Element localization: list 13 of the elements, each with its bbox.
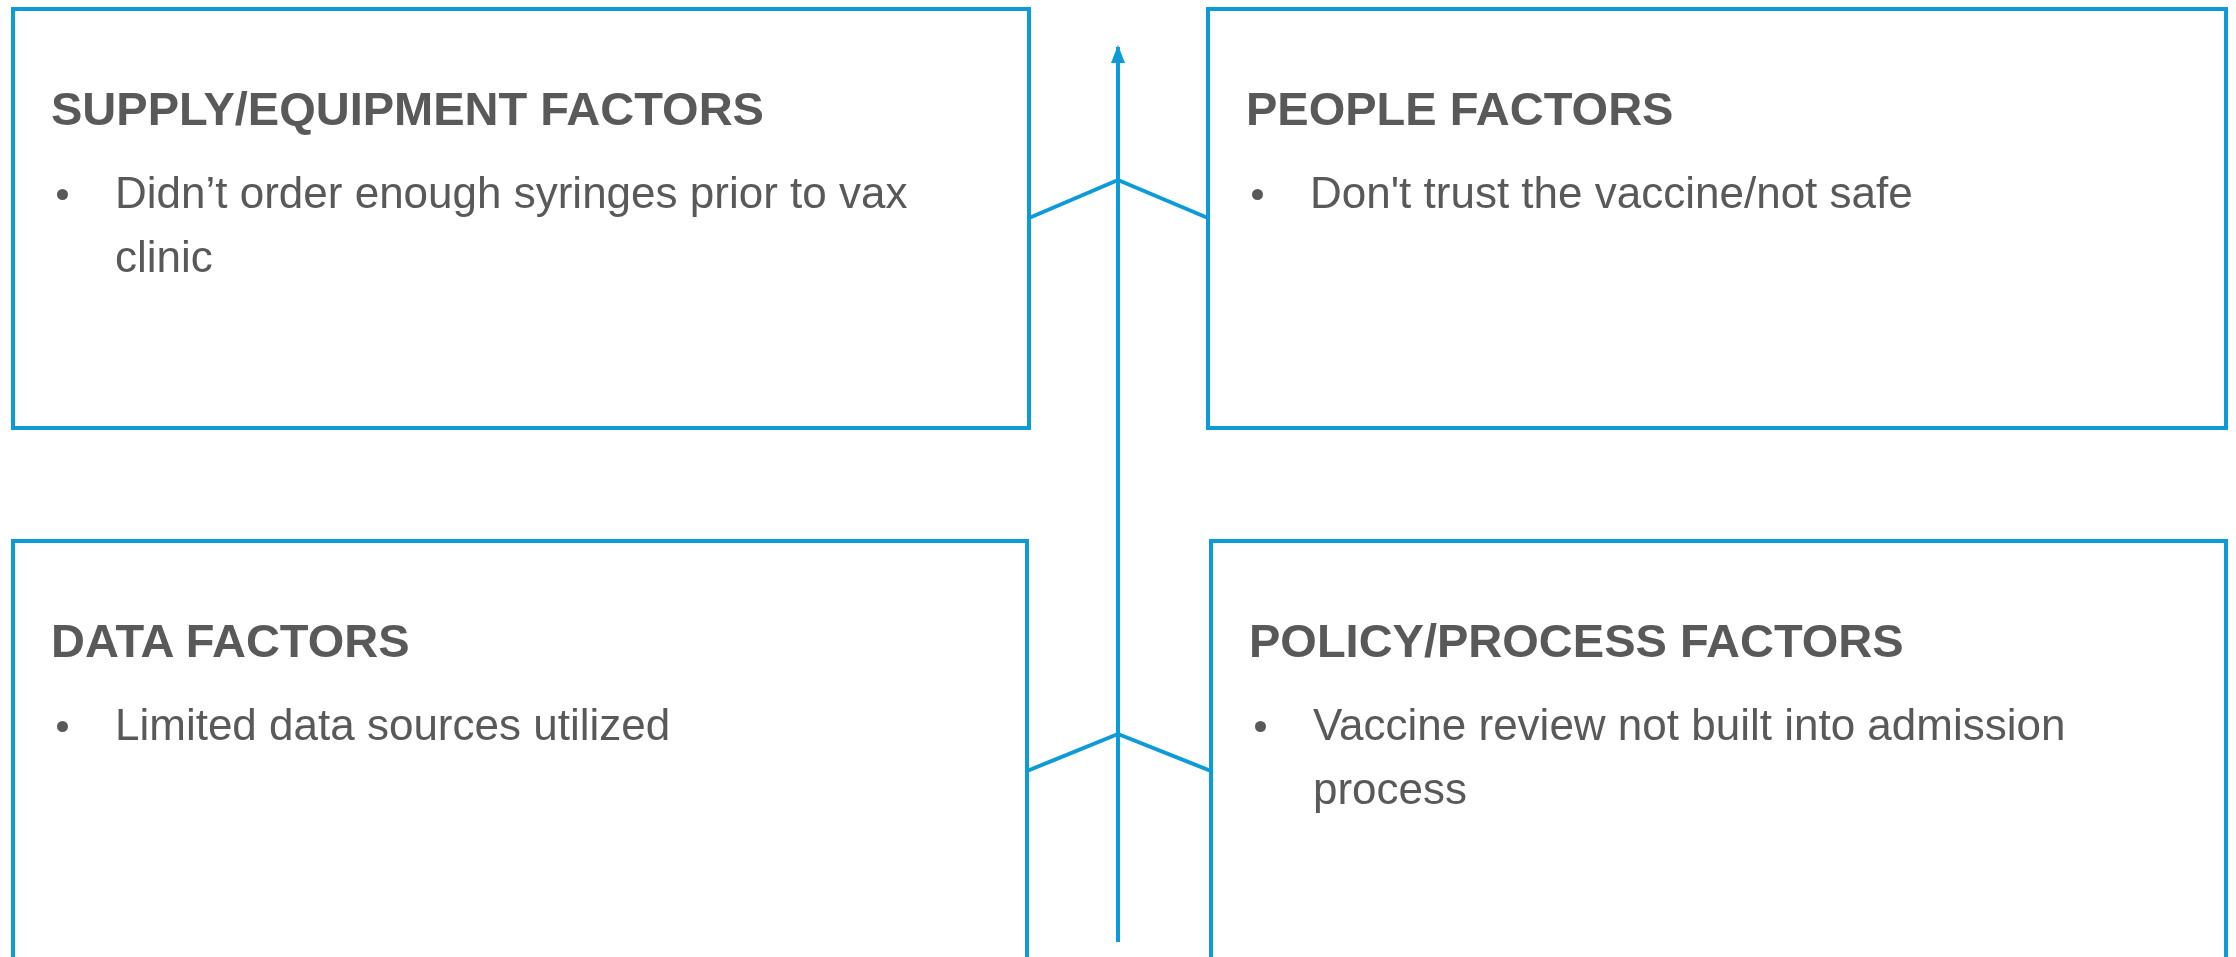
factor-box xyxy=(11,539,1029,957)
cause-text: Limited data sources utilized xyxy=(115,699,671,751)
spine-arrow xyxy=(1108,45,1128,942)
factor-box xyxy=(1206,7,2228,430)
cause-text: Vaccine review not built into admission process xyxy=(1313,699,2067,815)
factor-box xyxy=(11,7,1031,430)
factor-box xyxy=(1209,539,2228,957)
category-heading: DATA FACTORS xyxy=(51,613,410,668)
cause-text: Don't trust the vaccine/not safe xyxy=(1310,167,1913,219)
cause-text: Didn’t order enough syringes prior to vax clinic xyxy=(115,167,909,283)
category-heading: PEOPLE FACTORS xyxy=(1246,81,1674,136)
category-heading: POLICY/PROCESS FACTORS xyxy=(1249,613,1904,668)
category-heading: SUPPLY/EQUIPMENT FACTORS xyxy=(51,81,764,136)
